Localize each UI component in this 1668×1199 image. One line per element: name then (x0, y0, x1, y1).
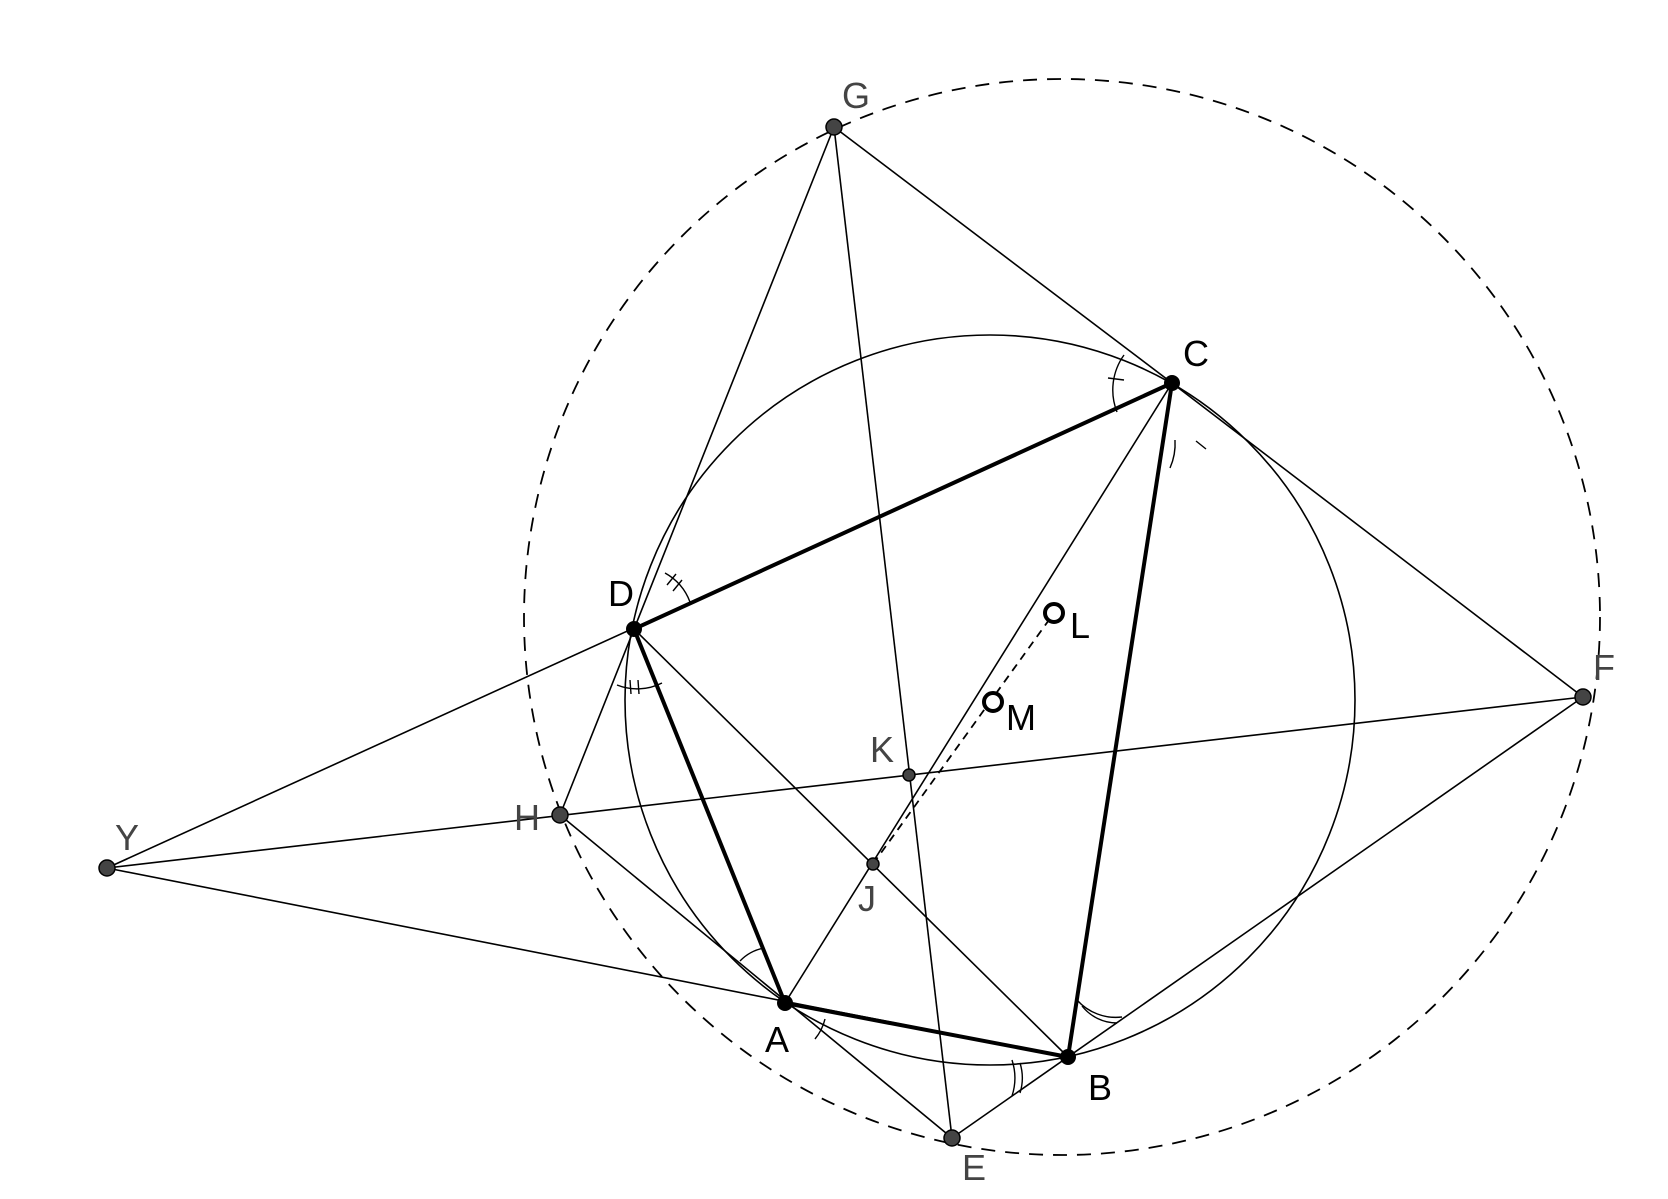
segment-db (633, 628, 1069, 1058)
segment-ef (951, 696, 1584, 1139)
point-y (98, 859, 116, 877)
angle-tick-d-lower-2 (637, 679, 640, 695)
segment-ac (784, 382, 1173, 1004)
segment-ge (833, 126, 953, 1139)
side-cd (633, 381, 1173, 631)
label-l: L (1070, 605, 1090, 646)
angle-arc-b-lower-1 (1019, 1062, 1024, 1094)
point-b (1060, 1049, 1076, 1065)
label-k: K (870, 729, 894, 770)
angle-tick-d-upper-1 (666, 573, 677, 586)
label-j: J (858, 878, 876, 919)
label-h: H (514, 797, 540, 838)
angle-tick-c-lower (1195, 440, 1207, 450)
dashed-segment-jl (872, 612, 1055, 865)
label-a: A (765, 1019, 789, 1060)
label-e: E (962, 1147, 986, 1188)
point-m (982, 691, 1004, 713)
side-ab (784, 1001, 1069, 1059)
side-bc (1066, 382, 1174, 1058)
point-k (902, 768, 916, 782)
angle-marks (616, 354, 1207, 1097)
segment-cf (1171, 382, 1584, 698)
dashed-circumcircle (523, 78, 1601, 1156)
angle-arc-a-lower (814, 1018, 826, 1040)
point-j (866, 857, 880, 871)
angle-arc-d-upper (664, 572, 691, 603)
points-layer (98, 118, 1592, 1147)
circles-layer (523, 78, 1601, 1156)
point-g (825, 118, 843, 136)
angle-tick-d-upper-2 (672, 579, 683, 592)
labels-layer: A B C D E F G H Y J K L M (115, 75, 1615, 1188)
angle-arc-b-upper-1 (1081, 1005, 1118, 1024)
point-d (626, 621, 642, 637)
side-da (632, 628, 787, 1004)
point-l (1043, 602, 1065, 624)
label-m: M (1006, 697, 1036, 738)
point-a (777, 995, 793, 1011)
point-c (1164, 375, 1180, 391)
angle-arc-c-upper (1112, 354, 1125, 413)
point-e (943, 1129, 961, 1147)
angle-arc-b-lower-2 (1011, 1059, 1016, 1097)
segment-gc (833, 126, 1173, 384)
angle-arc-c-lower (1169, 439, 1176, 469)
angle-tick-d-lower-1 (629, 679, 632, 695)
label-c: C (1183, 333, 1209, 374)
angle-arc-b-upper-2 (1076, 999, 1123, 1019)
construction-lines (106, 126, 1584, 1139)
angle-arc-a-upper (739, 947, 765, 962)
label-f: F (1593, 647, 1615, 688)
segment-gh (559, 126, 835, 816)
label-d: D (608, 573, 634, 614)
segment-yf (106, 696, 1584, 869)
point-h (551, 806, 569, 824)
label-b: B (1088, 1067, 1112, 1108)
label-y: Y (115, 817, 139, 858)
segment-he (559, 814, 953, 1139)
point-f (1574, 688, 1592, 706)
dashed-lines (872, 612, 1055, 865)
angle-arc-d-lower (616, 682, 663, 690)
label-g: G (842, 75, 870, 116)
angle-tick-c-upper (1107, 377, 1125, 381)
solid-circle (624, 334, 1356, 1066)
quadrilateral-abcd (632, 381, 1174, 1059)
